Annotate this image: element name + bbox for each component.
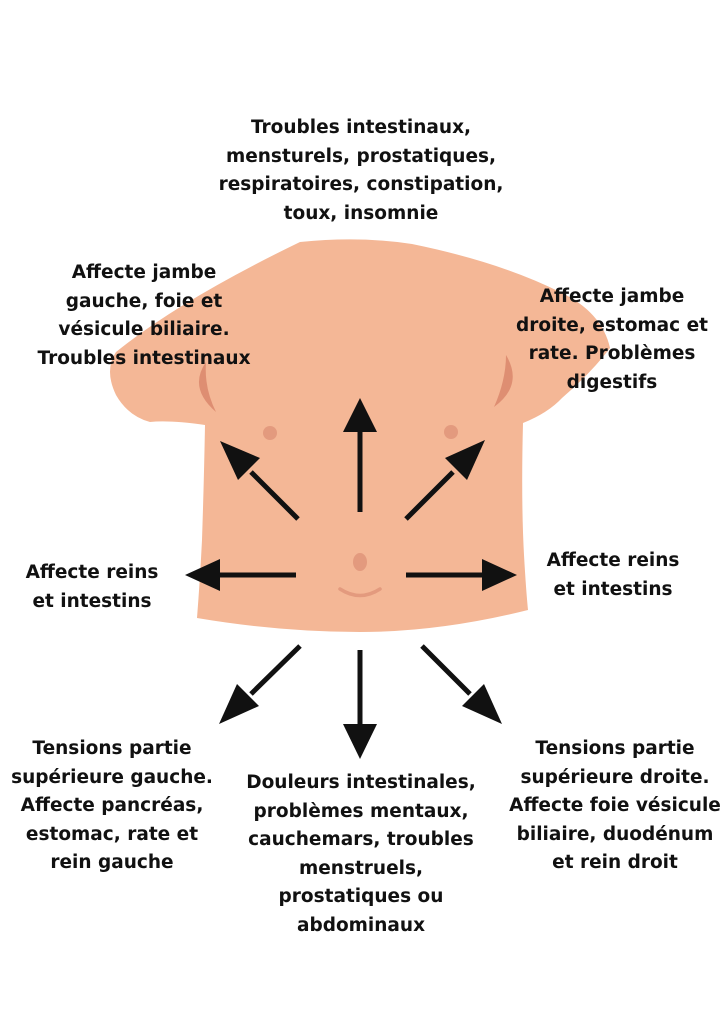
label-line: mensturels, prostatiques, xyxy=(225,145,497,167)
label-bottom: Douleurs intestinales, problèmes mentaux,… xyxy=(236,769,486,940)
label-line: supérieure droite. xyxy=(520,766,710,788)
label-lower-left: Tensions partie supérieure gauche. Affecte… xyxy=(2,735,222,878)
label-line: problèmes mentaux, xyxy=(253,800,469,822)
label-line: Affecte reins xyxy=(546,550,680,571)
label-line: rein gauche xyxy=(50,852,174,873)
label-line: cauchemars, troubles xyxy=(248,829,474,850)
label-line: et intestins xyxy=(553,578,673,600)
navel xyxy=(353,553,367,571)
arrow-down-right xyxy=(420,644,502,724)
arrow-down-left xyxy=(219,644,302,724)
right-nipple xyxy=(444,425,458,439)
arrow-right xyxy=(406,559,517,591)
label-line: Affecte foie vésicule xyxy=(509,795,721,816)
arrow-up-left xyxy=(220,441,300,521)
label-line: Douleurs intestinales, xyxy=(246,772,476,793)
label-line: prostatiques ou xyxy=(278,886,444,907)
label-line: et rein droit xyxy=(552,852,678,873)
label-line: Affecte jambe xyxy=(71,262,217,283)
label-mid-right: Affecte reins et intestins xyxy=(533,547,693,604)
arrow-left xyxy=(185,559,296,591)
label-line: gauche, foie et xyxy=(65,290,223,312)
label-upper-left: Affecte jambe gauche, foie et vésicule bil… xyxy=(26,259,262,373)
label-line: vésicule biliaire. xyxy=(58,319,230,340)
label-line: digestifs xyxy=(566,371,658,393)
arrow-up-right xyxy=(404,440,485,521)
label-line: Tensions partie xyxy=(535,738,695,759)
label-line: et intestins xyxy=(32,590,152,612)
label-line: Tensions partie xyxy=(32,738,192,759)
arrow-up xyxy=(343,398,377,512)
arrow-down xyxy=(343,650,377,759)
right-armpit-shadow xyxy=(494,355,513,407)
label-upper-right: Affecte jambe droite, estomac et rate. Pro… xyxy=(494,283,722,397)
label-mid-left: Affecte reins et intestins xyxy=(12,559,172,616)
label-line: abdominaux xyxy=(296,914,426,936)
label-line: estomac, rate et xyxy=(25,823,199,845)
label-line: toux, insomnie xyxy=(283,202,439,224)
label-line: supérieure gauche. xyxy=(11,766,213,788)
label-line: rate. Problèmes xyxy=(528,343,696,364)
label-line: droite, estomac et xyxy=(516,314,708,336)
left-armpit-shadow xyxy=(198,362,216,412)
label-line: biliaire, duodénum xyxy=(516,823,714,845)
label-lower-right: Tensions partie supérieure droite. Affecte… xyxy=(508,735,722,878)
label-top: Troubles intestinaux, mensturels, prostat… xyxy=(206,114,516,228)
label-line: menstruels, xyxy=(298,857,424,879)
left-nipple xyxy=(263,426,277,440)
label-line: Affecte reins xyxy=(25,562,159,583)
belly-curve xyxy=(338,587,382,598)
label-line: Troubles intestinaux, xyxy=(250,117,472,138)
label-line: Affecte jambe xyxy=(539,286,685,307)
label-line: Affecte pancréas, xyxy=(20,795,204,816)
label-line: respiratoires, constipation, xyxy=(218,174,504,195)
label-line: Troubles intestinaux xyxy=(37,347,251,369)
